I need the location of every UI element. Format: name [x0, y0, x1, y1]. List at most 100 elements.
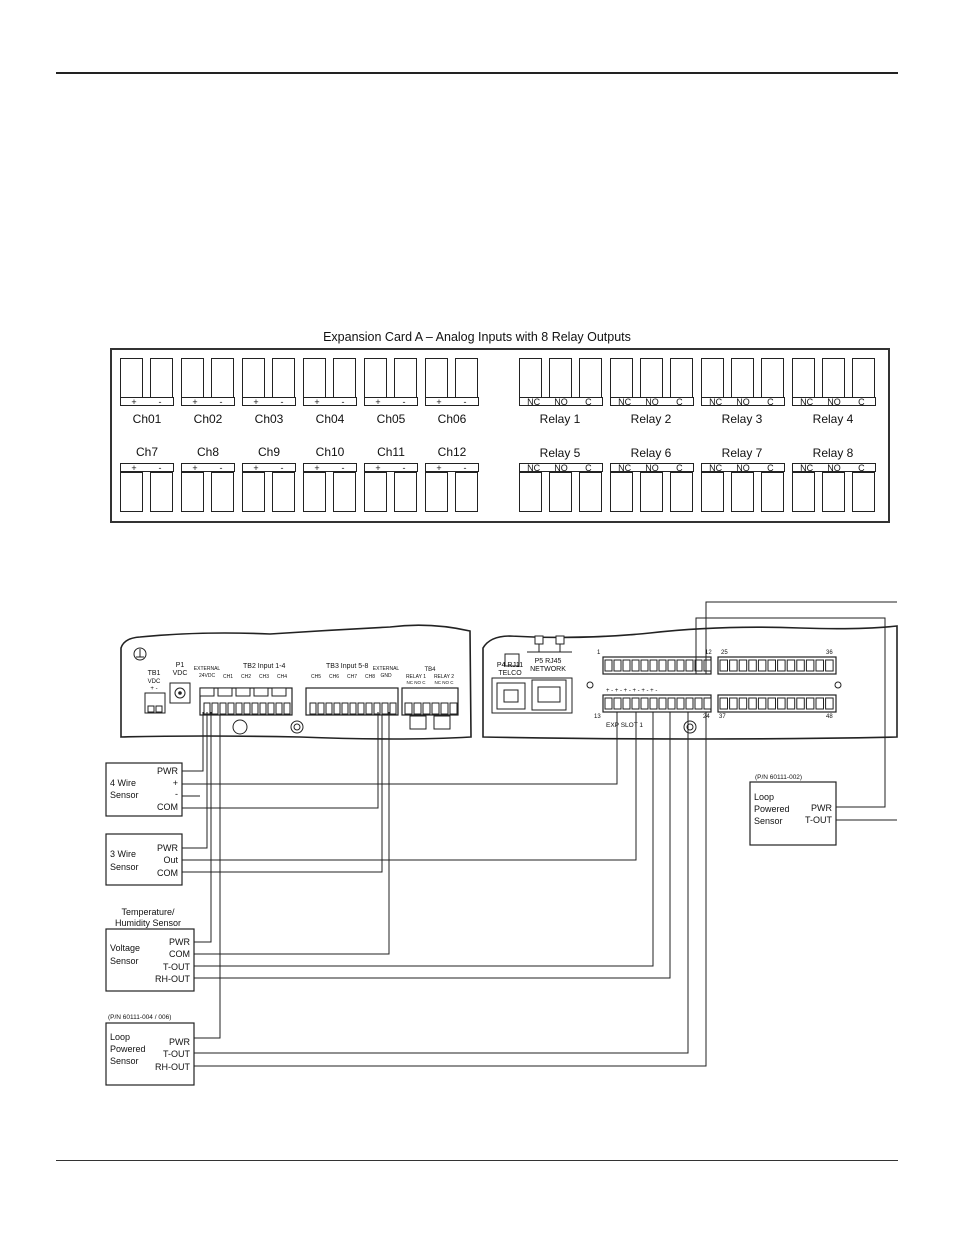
rj11-jack: [503, 689, 519, 703]
terminal-block: [761, 472, 784, 512]
tb2-vdc-label: 24VDC: [199, 673, 216, 679]
relay-label: Relay 7: [721, 446, 763, 460]
exp-pin: [703, 659, 712, 672]
wire-external-feed: [705, 601, 897, 674]
aux-pin: [738, 659, 748, 672]
wire-3wire-pwr: [182, 712, 208, 849]
channel-label: Ch02: [193, 412, 223, 426]
tb1-vdc-label: VDC: [148, 679, 161, 685]
exp-pin: [649, 697, 658, 710]
exp-pin: [685, 659, 694, 672]
network-icon-node: [555, 635, 565, 645]
voltage-sensor-name: Sensor: [110, 956, 139, 966]
aux-pin: [757, 659, 767, 672]
terminal-block: [150, 472, 173, 512]
terminal-block: [364, 472, 387, 512]
mounting-hole-inner: [293, 723, 301, 731]
tb3-screw-terminal: [373, 702, 381, 715]
card-title: Expansion Card A – Analog Inputs with 8 …: [323, 330, 631, 344]
exp-pin: [631, 697, 640, 710]
aux-pin: [825, 659, 834, 672]
relay-label: Relay 3: [721, 412, 763, 426]
loop-rh-part-number: (P/N 60111-004 / 006): [108, 1014, 171, 1021]
tb1-label: TB1: [148, 670, 161, 677]
terminal-block: [181, 472, 204, 512]
exp-pin: [703, 697, 712, 710]
polarity-strip: +-: [425, 397, 479, 407]
pin-label: 37: [719, 714, 726, 720]
exp-pin: [622, 697, 631, 710]
exp-pin: [667, 659, 676, 672]
polarity-strip: +-: [242, 463, 296, 473]
channel-label: Ch11: [377, 445, 405, 459]
tb3-screw-terminal: [389, 702, 397, 715]
terminal-block: [549, 472, 572, 512]
tb2-clamp: [271, 687, 287, 697]
p5-label: P5 RJ45: [535, 658, 562, 665]
wire-loop-rh-tout: [194, 712, 689, 1054]
polarity-strip: +-: [364, 397, 418, 407]
aux-pin: [796, 659, 805, 672]
loop-rh-terminal-label: T-OUT: [163, 1049, 190, 1059]
channel-label: Ch01: [132, 412, 162, 426]
wire-loop-rh-rhout: [194, 712, 707, 1067]
tb3-screw-terminal: [317, 702, 325, 715]
terminal-block: [425, 472, 448, 512]
pin-label: 48: [826, 714, 833, 720]
network-icon-node: [534, 635, 544, 645]
tb4-contacts1-label: NC NO C: [407, 680, 427, 685]
aux-pin: [719, 697, 728, 710]
tb2-screw-terminal: [275, 702, 283, 715]
tb4-relay1-label: RELAY 1: [406, 674, 426, 680]
aux-pin: [729, 697, 738, 710]
exp-pin: [640, 697, 649, 710]
tb3-screw-terminal: [365, 702, 373, 715]
terminal-block: [852, 472, 875, 512]
p4-label: P4 RJ11: [497, 662, 523, 669]
tb3-screw-terminal: [349, 702, 357, 715]
tb2-external-label: EXTERNAL: [194, 666, 221, 672]
loop-rh-terminal-label: RH-OUT: [155, 1062, 190, 1072]
polarity-strip: +-: [181, 397, 235, 407]
polarity-strip: +-: [242, 397, 296, 407]
aux-pin: [796, 697, 805, 710]
wire-4wire-com: [182, 712, 379, 809]
tb2-clamp: [217, 687, 233, 697]
tb2-screw-terminal: [283, 702, 291, 715]
aux-pin: [815, 697, 824, 710]
relay-label: Relay 2: [630, 412, 672, 426]
tb4-screw-terminal: [440, 702, 449, 715]
tb2-clamp: [235, 687, 251, 697]
relay-label: Relay 4: [812, 412, 854, 426]
p1-jack-pin: [178, 691, 182, 695]
phone-icon: [504, 653, 520, 667]
pin-label: 25: [721, 650, 728, 656]
channel-label: Ch8: [196, 445, 219, 459]
polarity-strip: +-: [303, 463, 357, 473]
exp-pin: [676, 697, 685, 710]
tb4-relay2-label: RELAY 2: [434, 674, 454, 680]
wire-4wire-pwr: [182, 712, 204, 772]
polarity-strip: +-: [364, 463, 418, 473]
three-wire-terminal-label: PWR: [157, 843, 178, 853]
terminal-block: [242, 472, 265, 512]
exp-pin: [658, 659, 667, 672]
p1-vdc-label: VDC: [173, 670, 188, 677]
aux-pin: [767, 659, 776, 672]
tb1-pin: [147, 705, 155, 713]
four-wire-sensor-box: [105, 762, 183, 817]
temp-humidity-terminal-label: RH-OUT: [155, 974, 190, 984]
exp-pin: [604, 697, 613, 710]
loop-t-part-number: (P/N 60111-002): [755, 774, 802, 781]
tb4-label: TB4: [424, 667, 436, 673]
p1-jack-ring: [174, 687, 186, 699]
polarity-strip: +-: [181, 463, 235, 473]
mounting-hole: [683, 720, 697, 734]
tb3-gnd-label: GND: [380, 673, 392, 679]
four-wire-name: Sensor: [110, 790, 139, 800]
